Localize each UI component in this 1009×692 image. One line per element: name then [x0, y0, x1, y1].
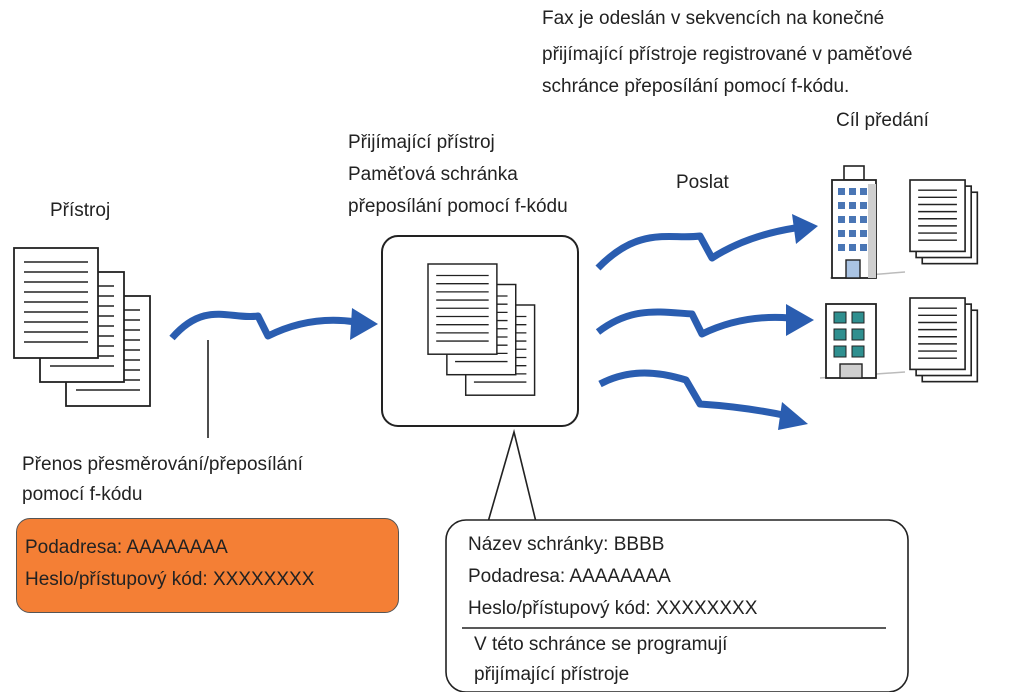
transfer-label-line-2: pomocí f-kódu — [22, 484, 143, 505]
box-callout — [445, 519, 909, 692]
destination-documents-icon-2 — [910, 298, 977, 382]
top-note-line-3: schránce přeposílání pomocí f-kódu. — [542, 76, 850, 97]
send-arrowhead-3 — [778, 402, 808, 430]
send-arrowhead-2 — [786, 304, 814, 336]
sender-documents-icon — [13, 247, 151, 407]
callout-note-line-2: přijímající přístroje — [474, 664, 630, 685]
sender-settings-box: Podadresa: AAAAAAAA Heslo/přístupový kód… — [16, 518, 399, 613]
callout-pointer — [486, 428, 538, 523]
receiver-label-line-2: Paměťová schránka — [348, 164, 518, 185]
send-arrow-1 — [595, 224, 796, 271]
receiver-label-line-1: Přijímající přístroj — [348, 132, 495, 153]
callout-password: Heslo/přístupový kód: XXXXXXXX — [468, 598, 758, 619]
callout-note-line-1: V této schránce se programují — [474, 634, 728, 655]
small-building-icon — [819, 303, 906, 379]
top-note-line-1: Fax je odeslán v sekvencích na konečné — [542, 8, 885, 29]
transfer-label-line-1: Přenos přesměrování/přeposílání — [22, 454, 303, 475]
destination-label: Cíl předání — [836, 110, 929, 131]
destination-documents-icon-1 — [910, 180, 977, 264]
send-arrow-2 — [595, 308, 791, 338]
send-arrowhead-1 — [792, 214, 818, 244]
callout-subaddress: Podadresa: AAAAAAAA — [468, 566, 671, 587]
transfer-arrow — [169, 310, 357, 341]
receiver-label-line-3: přeposílání pomocí f-kódu — [348, 196, 568, 217]
send-label: Poslat — [676, 172, 729, 193]
sender-subaddress: Podadresa: AAAAAAAA — [25, 537, 228, 558]
callout-box-name: Název schránky: BBBB — [468, 534, 665, 555]
top-note-line-2: přijímající přístroje registrované v pam… — [542, 44, 913, 65]
transfer-arrowhead — [350, 308, 378, 340]
sender-password: Heslo/přístupový kód: XXXXXXXX — [25, 569, 315, 590]
send-arrow-3 — [598, 369, 789, 420]
sender-label: Přístroj — [50, 200, 111, 221]
office-building-icon — [829, 165, 906, 279]
